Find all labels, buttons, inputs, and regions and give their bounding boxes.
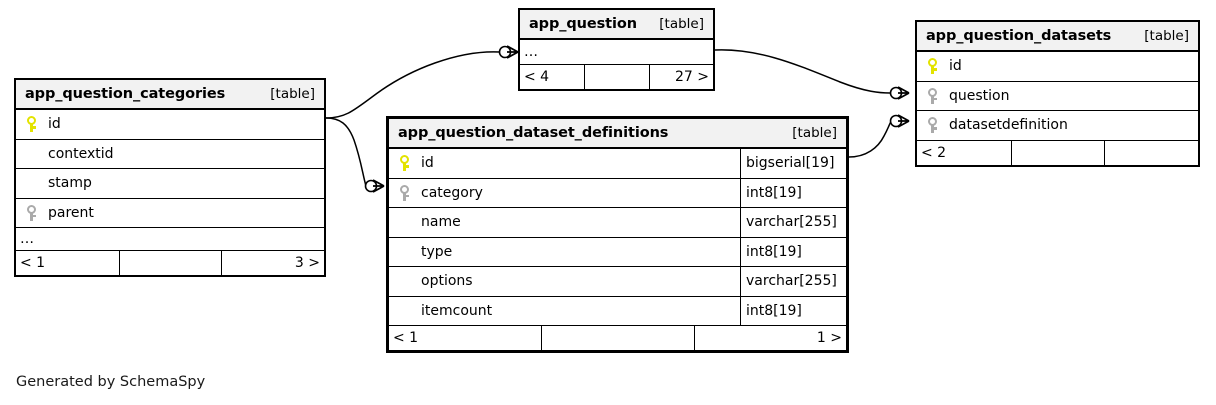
- column-name: name: [421, 214, 461, 231]
- edge-endpoint-circle: [364, 179, 378, 193]
- column-type: varchar[255]: [740, 267, 846, 296]
- table-row[interactable]: contextid: [16, 139, 324, 169]
- column-name: stamp: [48, 175, 92, 192]
- primary-key-icon: [917, 58, 947, 75]
- edge-endpoint-circle: [498, 45, 512, 59]
- table-name: app_question_categories: [25, 86, 226, 102]
- edge-definitions-to-datasets: [848, 121, 892, 158]
- column-type: int8[19]: [740, 296, 846, 325]
- table-type-tag: [table]: [1144, 28, 1189, 44]
- column-type: int8[19]: [740, 178, 846, 207]
- table-row[interactable]: options varchar[255]: [389, 267, 846, 297]
- table-title-bar: app_question [table]: [520, 10, 713, 40]
- table-row[interactable]: id bigserial[19]: [389, 149, 846, 179]
- column-cell: options: [389, 267, 740, 296]
- footer-middle: [118, 251, 222, 275]
- footer-middle: [584, 65, 648, 89]
- column-name: itemcount: [421, 302, 493, 319]
- table-type-tag: [table]: [270, 86, 315, 102]
- column-name: datasetdefinition: [949, 117, 1068, 134]
- column-cell: parent: [16, 199, 324, 228]
- table-row[interactable]: stamp: [16, 169, 324, 199]
- table-footer: < 2: [917, 140, 1198, 165]
- column-cell: name: [389, 208, 740, 237]
- footer-outgoing-count: 27 >: [648, 65, 713, 89]
- foreign-key-icon: [917, 87, 947, 104]
- table-name: app_question_datasets: [926, 28, 1112, 44]
- edge-endpoint-circle: [889, 86, 903, 100]
- column-type: varchar[255]: [740, 208, 846, 237]
- generated-by-caption: Generated by SchemaSpy: [16, 374, 206, 390]
- column-name: category: [421, 184, 483, 201]
- column-name: type: [421, 243, 453, 260]
- table-title-bar: app_question_categories [table]: [16, 80, 324, 110]
- column-cell: itemcount: [389, 297, 740, 326]
- footer-outgoing-count: 3 >: [221, 251, 324, 275]
- footer-incoming-count: < 1: [393, 330, 419, 346]
- table-row[interactable]: parent: [16, 198, 324, 228]
- footer-incoming-count: < 2: [921, 144, 947, 161]
- table-row[interactable]: question: [917, 81, 1198, 111]
- table-row[interactable]: itemcount int8[19]: [389, 296, 846, 326]
- column-cell: id: [389, 149, 740, 178]
- column-name: id: [949, 58, 962, 75]
- foreign-key-icon: [917, 117, 947, 134]
- column-type: int8[19]: [740, 237, 846, 266]
- column-cell: stamp: [16, 169, 324, 198]
- column-cell: id: [917, 52, 1198, 81]
- column-cell: type: [389, 238, 740, 267]
- primary-key-icon: [389, 155, 419, 172]
- foreign-key-icon: [16, 204, 46, 221]
- table-app-question[interactable]: app_question [table] … < 4 27 >: [518, 8, 715, 91]
- column-name: id: [421, 155, 434, 172]
- table-row[interactable]: datasetdefinition: [917, 111, 1198, 141]
- edge-question-to-datasets: [714, 49, 891, 94]
- table-type-tag: [table]: [792, 125, 837, 141]
- primary-key-icon: [16, 116, 46, 133]
- edge-endpoint-circle: [889, 114, 903, 128]
- edge-categories-to-question: [325, 51, 501, 119]
- table-app-question-categories[interactable]: app_question_categories [table] id conte…: [14, 78, 326, 277]
- table-app-question-datasets[interactable]: app_question_datasets [table] id questio…: [915, 20, 1200, 167]
- footer-outgoing-count: 1 >: [693, 326, 846, 350]
- column-type: bigserial[19]: [740, 149, 846, 178]
- table-footer: < 1 1 >: [389, 326, 846, 350]
- column-name: contextid: [48, 145, 114, 162]
- table-row[interactable]: id: [16, 110, 324, 140]
- footer-incoming-count: < 1: [20, 255, 46, 271]
- table-title-bar: app_question_datasets [table]: [917, 22, 1198, 52]
- table-type-tag: [table]: [659, 16, 704, 32]
- column-cell: id: [16, 110, 324, 139]
- column-name: parent: [48, 204, 94, 221]
- table-app-question-dataset-definitions[interactable]: app_question_dataset_definitions [table]…: [386, 116, 849, 353]
- column-cell: contextid: [16, 140, 324, 169]
- footer-incoming-count: < 4: [524, 69, 550, 85]
- column-name: question: [949, 87, 1010, 104]
- edge-categories-to-definitions: [325, 117, 367, 187]
- column-cell: category: [389, 179, 740, 208]
- table-title-bar: app_question_dataset_definitions [table]: [389, 119, 846, 149]
- footer-outgoing-count: [1104, 140, 1198, 165]
- table-name: app_question: [529, 16, 637, 32]
- table-row[interactable]: name varchar[255]: [389, 208, 846, 238]
- table-row[interactable]: category int8[19]: [389, 178, 846, 208]
- more-columns-indicator: …: [16, 228, 324, 251]
- footer-middle: [1010, 140, 1105, 165]
- footer-middle: [541, 326, 693, 350]
- table-footer: < 1 3 >: [16, 251, 324, 275]
- table-name: app_question_dataset_definitions: [398, 125, 669, 141]
- column-name: id: [48, 116, 61, 133]
- table-row[interactable]: type int8[19]: [389, 237, 846, 267]
- column-name: options: [421, 273, 473, 290]
- more-columns-indicator: …: [520, 40, 713, 65]
- table-footer: < 4 27 >: [520, 65, 713, 89]
- table-row[interactable]: id: [917, 52, 1198, 82]
- column-cell: question: [917, 82, 1198, 111]
- column-cell: datasetdefinition: [917, 111, 1198, 140]
- foreign-key-icon: [389, 184, 419, 201]
